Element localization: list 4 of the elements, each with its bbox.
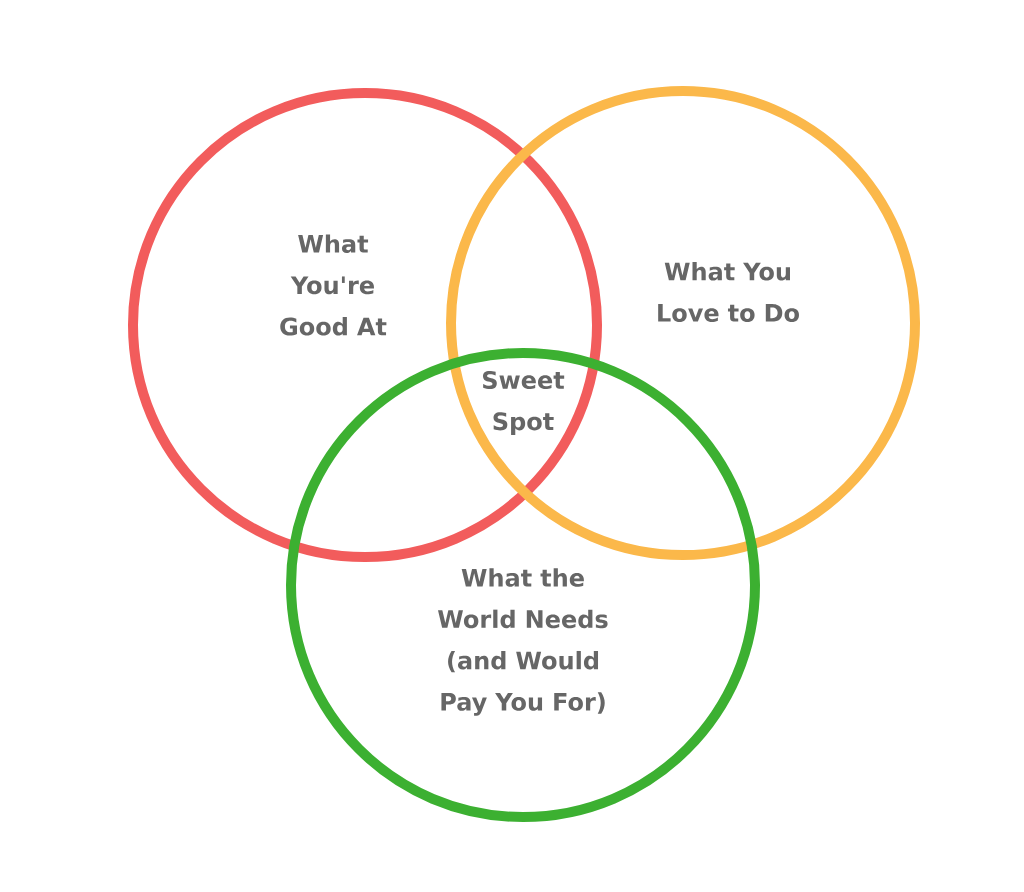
circle-label: What You Love to Do	[658, 262, 799, 322]
circle-label: What You're Good At	[280, 234, 387, 336]
circle-label: What the World Needs (and Would Pay You For)	[438, 568, 608, 716]
overlap-label: Sweet Spot	[483, 370, 565, 436]
